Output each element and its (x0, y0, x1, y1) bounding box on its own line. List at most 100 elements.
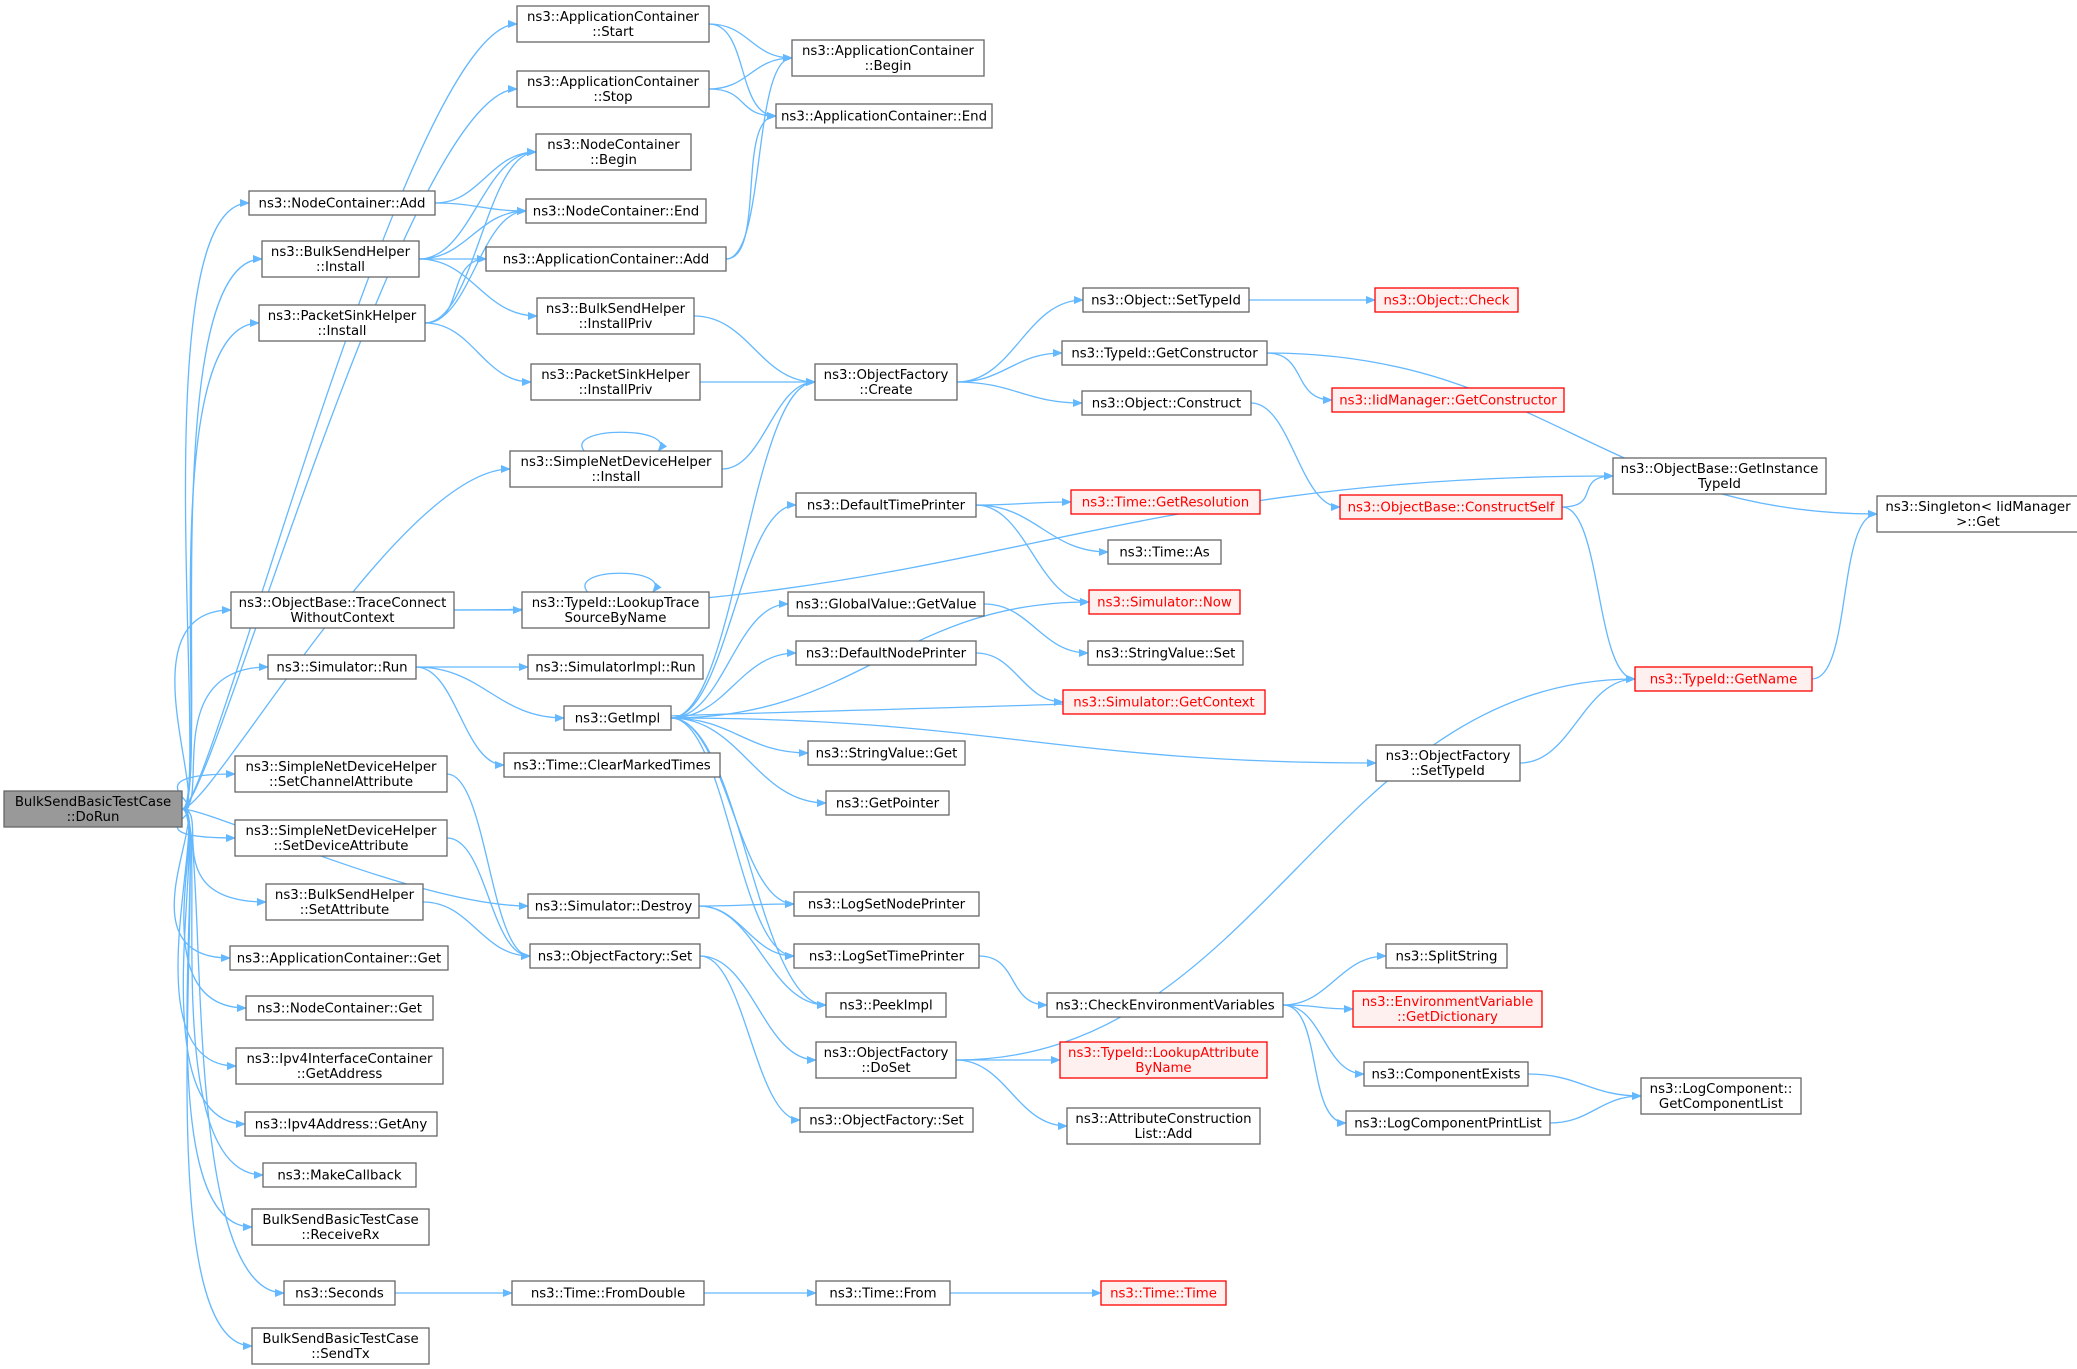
node-box[interactable] (1352, 990, 1543, 1028)
node-box[interactable] (516, 70, 710, 108)
node-box[interactable] (795, 640, 977, 666)
node-box[interactable] (799, 1107, 974, 1133)
node-objConstruct[interactable]: ns3::Object::Construct (1081, 390, 1252, 416)
node-box[interactable] (525, 198, 707, 224)
node-box[interactable] (283, 1280, 396, 1306)
node-box[interactable] (1876, 495, 2077, 533)
node-box[interactable] (1088, 589, 1241, 615)
node-ncGet[interactable]: ns3::NodeContainer::Get (245, 995, 434, 1021)
node-box[interactable] (509, 450, 723, 488)
node-acBegin[interactable]: ns3::ApplicationContainer::Begin (791, 39, 985, 77)
node-box[interactable] (262, 1162, 417, 1188)
node-ofDoSet[interactable]: ns3::ObjectFactory::DoSet (815, 1041, 957, 1079)
node-obTraceConnect[interactable]: ns3::ObjectBase::TraceConnectWithoutCont… (230, 591, 455, 629)
node-box[interactable] (1374, 287, 1519, 313)
node-box[interactable] (1046, 992, 1284, 1018)
node-box[interactable] (795, 492, 977, 518)
node-tidGetName[interactable]: ns3::TypeId::GetName (1634, 666, 1813, 692)
node-box[interactable] (527, 893, 700, 919)
node-box[interactable] (535, 133, 692, 171)
node-acStop[interactable]: ns3::ApplicationContainer::Stop (516, 70, 710, 108)
node-obConstructSelf[interactable]: ns3::ObjectBase::ConstructSelf (1339, 494, 1563, 520)
node-box[interactable] (485, 246, 727, 272)
node-objCheck[interactable]: ns3::Object::Check (1374, 287, 1519, 313)
node-bshSetAttr[interactable]: ns3::BulkSendHelper::SetAttribute (265, 883, 424, 921)
node-box[interactable] (516, 5, 710, 43)
node-ofCreate[interactable]: ns3::ObjectFactory::Create (814, 363, 958, 401)
node-root[interactable]: BulkSendBasicTestCase::DoRun (3, 790, 183, 828)
node-box[interactable] (3, 790, 183, 828)
node-box[interactable] (815, 1041, 957, 1079)
node-box[interactable] (1070, 489, 1261, 515)
node-gvGetValue[interactable]: ns3::GlobalValue::GetValue (787, 591, 985, 617)
node-box[interactable] (251, 1208, 430, 1246)
node-box[interactable] (503, 752, 721, 778)
node-sendTx[interactable]: BulkSendBasicTestCase::SendTx (251, 1327, 430, 1365)
node-box[interactable] (1066, 1107, 1261, 1145)
node-acStart[interactable]: ns3::ApplicationContainer::Start (516, 5, 710, 43)
node-simRun[interactable]: ns3::Simulator::Run (267, 654, 417, 680)
node-defTimePrinter[interactable]: ns3::DefaultTimePrinter (795, 492, 977, 518)
node-objSetTypeId[interactable]: ns3::Object::SetTypeId (1082, 287, 1250, 313)
node-box[interactable] (1634, 666, 1813, 692)
node-box[interactable] (1061, 340, 1268, 366)
node-sndhInstall[interactable]: ns3::SimpleNetDeviceHelper::Install (509, 450, 723, 488)
node-box[interactable] (793, 943, 980, 969)
node-box[interactable] (825, 790, 950, 816)
node-box[interactable] (229, 945, 449, 971)
node-box[interactable] (230, 591, 455, 629)
node-box[interactable] (1082, 287, 1250, 313)
node-box[interactable] (536, 297, 695, 335)
node-defNodePrinter[interactable]: ns3::DefaultNodePrinter (795, 640, 977, 666)
node-box[interactable] (1081, 390, 1252, 416)
node-getImpl[interactable]: ns3::GetImpl (563, 705, 672, 731)
node-splitString[interactable]: ns3::SplitString (1385, 943, 1508, 969)
node-acAdd[interactable]: ns3::ApplicationContainer::Add (485, 246, 727, 272)
node-peekImpl[interactable]: ns3::PeekImpl (825, 992, 947, 1018)
node-timeAs[interactable]: ns3::Time::As (1107, 539, 1222, 565)
node-envGetDict[interactable]: ns3::EnvironmentVariable::GetDictionary (1352, 990, 1543, 1028)
node-timeGetRes[interactable]: ns3::Time::GetResolution (1070, 489, 1261, 515)
node-box[interactable] (1107, 539, 1222, 565)
node-box[interactable] (563, 705, 672, 731)
node-pshInstall[interactable]: ns3::PacketSinkHelper::Install (258, 304, 426, 342)
node-box[interactable] (775, 103, 993, 129)
node-box[interactable] (1640, 1077, 1802, 1115)
node-svSet[interactable]: ns3::StringValue::Set (1087, 640, 1244, 666)
node-svGet[interactable]: ns3::StringValue::Get (807, 740, 966, 766)
node-sndhSetChannel[interactable]: ns3::SimpleNetDeviceHelper::SetChannelAt… (234, 755, 448, 793)
node-box[interactable] (267, 654, 417, 680)
node-box[interactable] (807, 740, 966, 766)
node-bshInstall[interactable]: ns3::BulkSendHelper::Install (261, 240, 420, 278)
node-box[interactable] (1385, 943, 1508, 969)
node-simDestroy[interactable]: ns3::Simulator::Destroy (527, 893, 700, 919)
node-box[interactable] (787, 591, 985, 617)
node-compExists[interactable]: ns3::ComponentExists (1363, 1061, 1529, 1087)
node-box[interactable] (248, 190, 436, 216)
node-makeCallback[interactable]: ns3::MakeCallback (262, 1162, 417, 1188)
node-box[interactable] (521, 591, 710, 629)
node-timeTime[interactable]: ns3::Time::Time (1100, 1280, 1227, 1306)
node-acGet[interactable]: ns3::ApplicationContainer::Get (229, 945, 449, 971)
node-logSetNode[interactable]: ns3::LogSetNodePrinter (793, 891, 980, 917)
node-pshInstallPriv[interactable]: ns3::PacketSinkHelper::InstallPriv (530, 363, 701, 401)
node-box[interactable] (234, 755, 448, 793)
node-acEnd[interactable]: ns3::ApplicationContainer::End (775, 103, 993, 129)
node-ncAdd[interactable]: ns3::NodeContainer::Add (248, 190, 436, 216)
node-box[interactable] (530, 363, 701, 401)
node-simNow[interactable]: ns3::Simulator::Now (1088, 589, 1241, 615)
node-seconds[interactable]: ns3::Seconds (283, 1280, 396, 1306)
node-ofSet[interactable]: ns3::ObjectFactory::Set (529, 943, 701, 969)
node-timeFrom[interactable]: ns3::Time::From (815, 1280, 951, 1306)
node-box[interactable] (1087, 640, 1244, 666)
node-sndhSetDevice[interactable]: ns3::SimpleNetDeviceHelper::SetDeviceAtt… (234, 819, 448, 857)
node-iidGetCtor[interactable]: ns3::IidManager::GetConstructor (1331, 387, 1565, 413)
node-box[interactable] (1331, 387, 1565, 413)
node-box[interactable] (791, 39, 985, 77)
node-simGetContext[interactable]: ns3::Simulator::GetContext (1062, 689, 1266, 715)
node-ipv4IcGetAddr[interactable]: ns3::Ipv4InterfaceContainer::GetAddress (235, 1047, 444, 1085)
node-ipv4GetAny[interactable]: ns3::Ipv4Address::GetAny (244, 1111, 438, 1137)
